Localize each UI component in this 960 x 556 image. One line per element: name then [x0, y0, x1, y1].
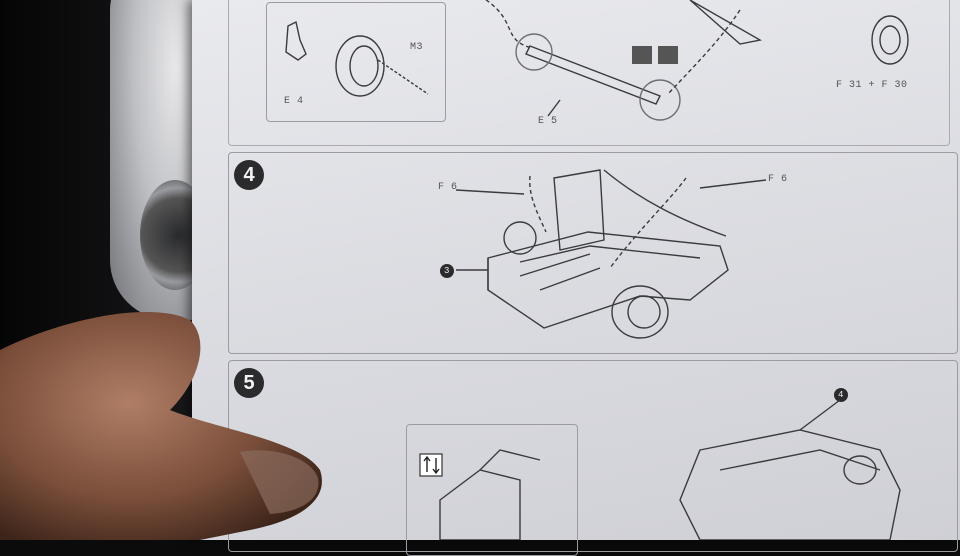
m3-screw-drawing [377, 59, 429, 95]
e4-bracket-drawing [285, 20, 307, 61]
label-m3: M3 [410, 42, 424, 53]
step5-chassis-drawing [679, 429, 901, 540]
line-art-drawings [285, 0, 909, 540]
step5-inset-part [439, 469, 521, 540]
e4-wheel-drawing [335, 35, 385, 97]
top-section-frame [228, 0, 950, 146]
f6-left-spring [529, 175, 547, 233]
label-e5: E 5 [538, 116, 558, 127]
assembly-icon-2 [658, 46, 678, 64]
step-4-badge: 4 [234, 160, 264, 190]
assembly-icon-1 [632, 46, 652, 64]
instruction-sheet [192, 0, 960, 540]
chassis-drawing [487, 231, 729, 329]
arrows-icon [419, 453, 443, 477]
callout-3: 3 [440, 264, 454, 278]
label-f6-left: F 6 [438, 182, 458, 193]
label-f31-f30: F 31 + F 30 [836, 80, 908, 91]
label-e4: E 4 [284, 96, 304, 107]
f6-right-spring [609, 177, 687, 269]
step4-wheel-drawing [611, 285, 669, 339]
thumb-hand [0, 311, 322, 540]
step-5-badge: 5 [234, 368, 264, 398]
label-f6-right: F 6 [768, 174, 788, 185]
step-4-frame [228, 152, 958, 354]
e5-axle-drawing [525, 45, 661, 105]
callout-4: 4 [834, 388, 848, 402]
inset-frame-e4 [266, 2, 446, 122]
